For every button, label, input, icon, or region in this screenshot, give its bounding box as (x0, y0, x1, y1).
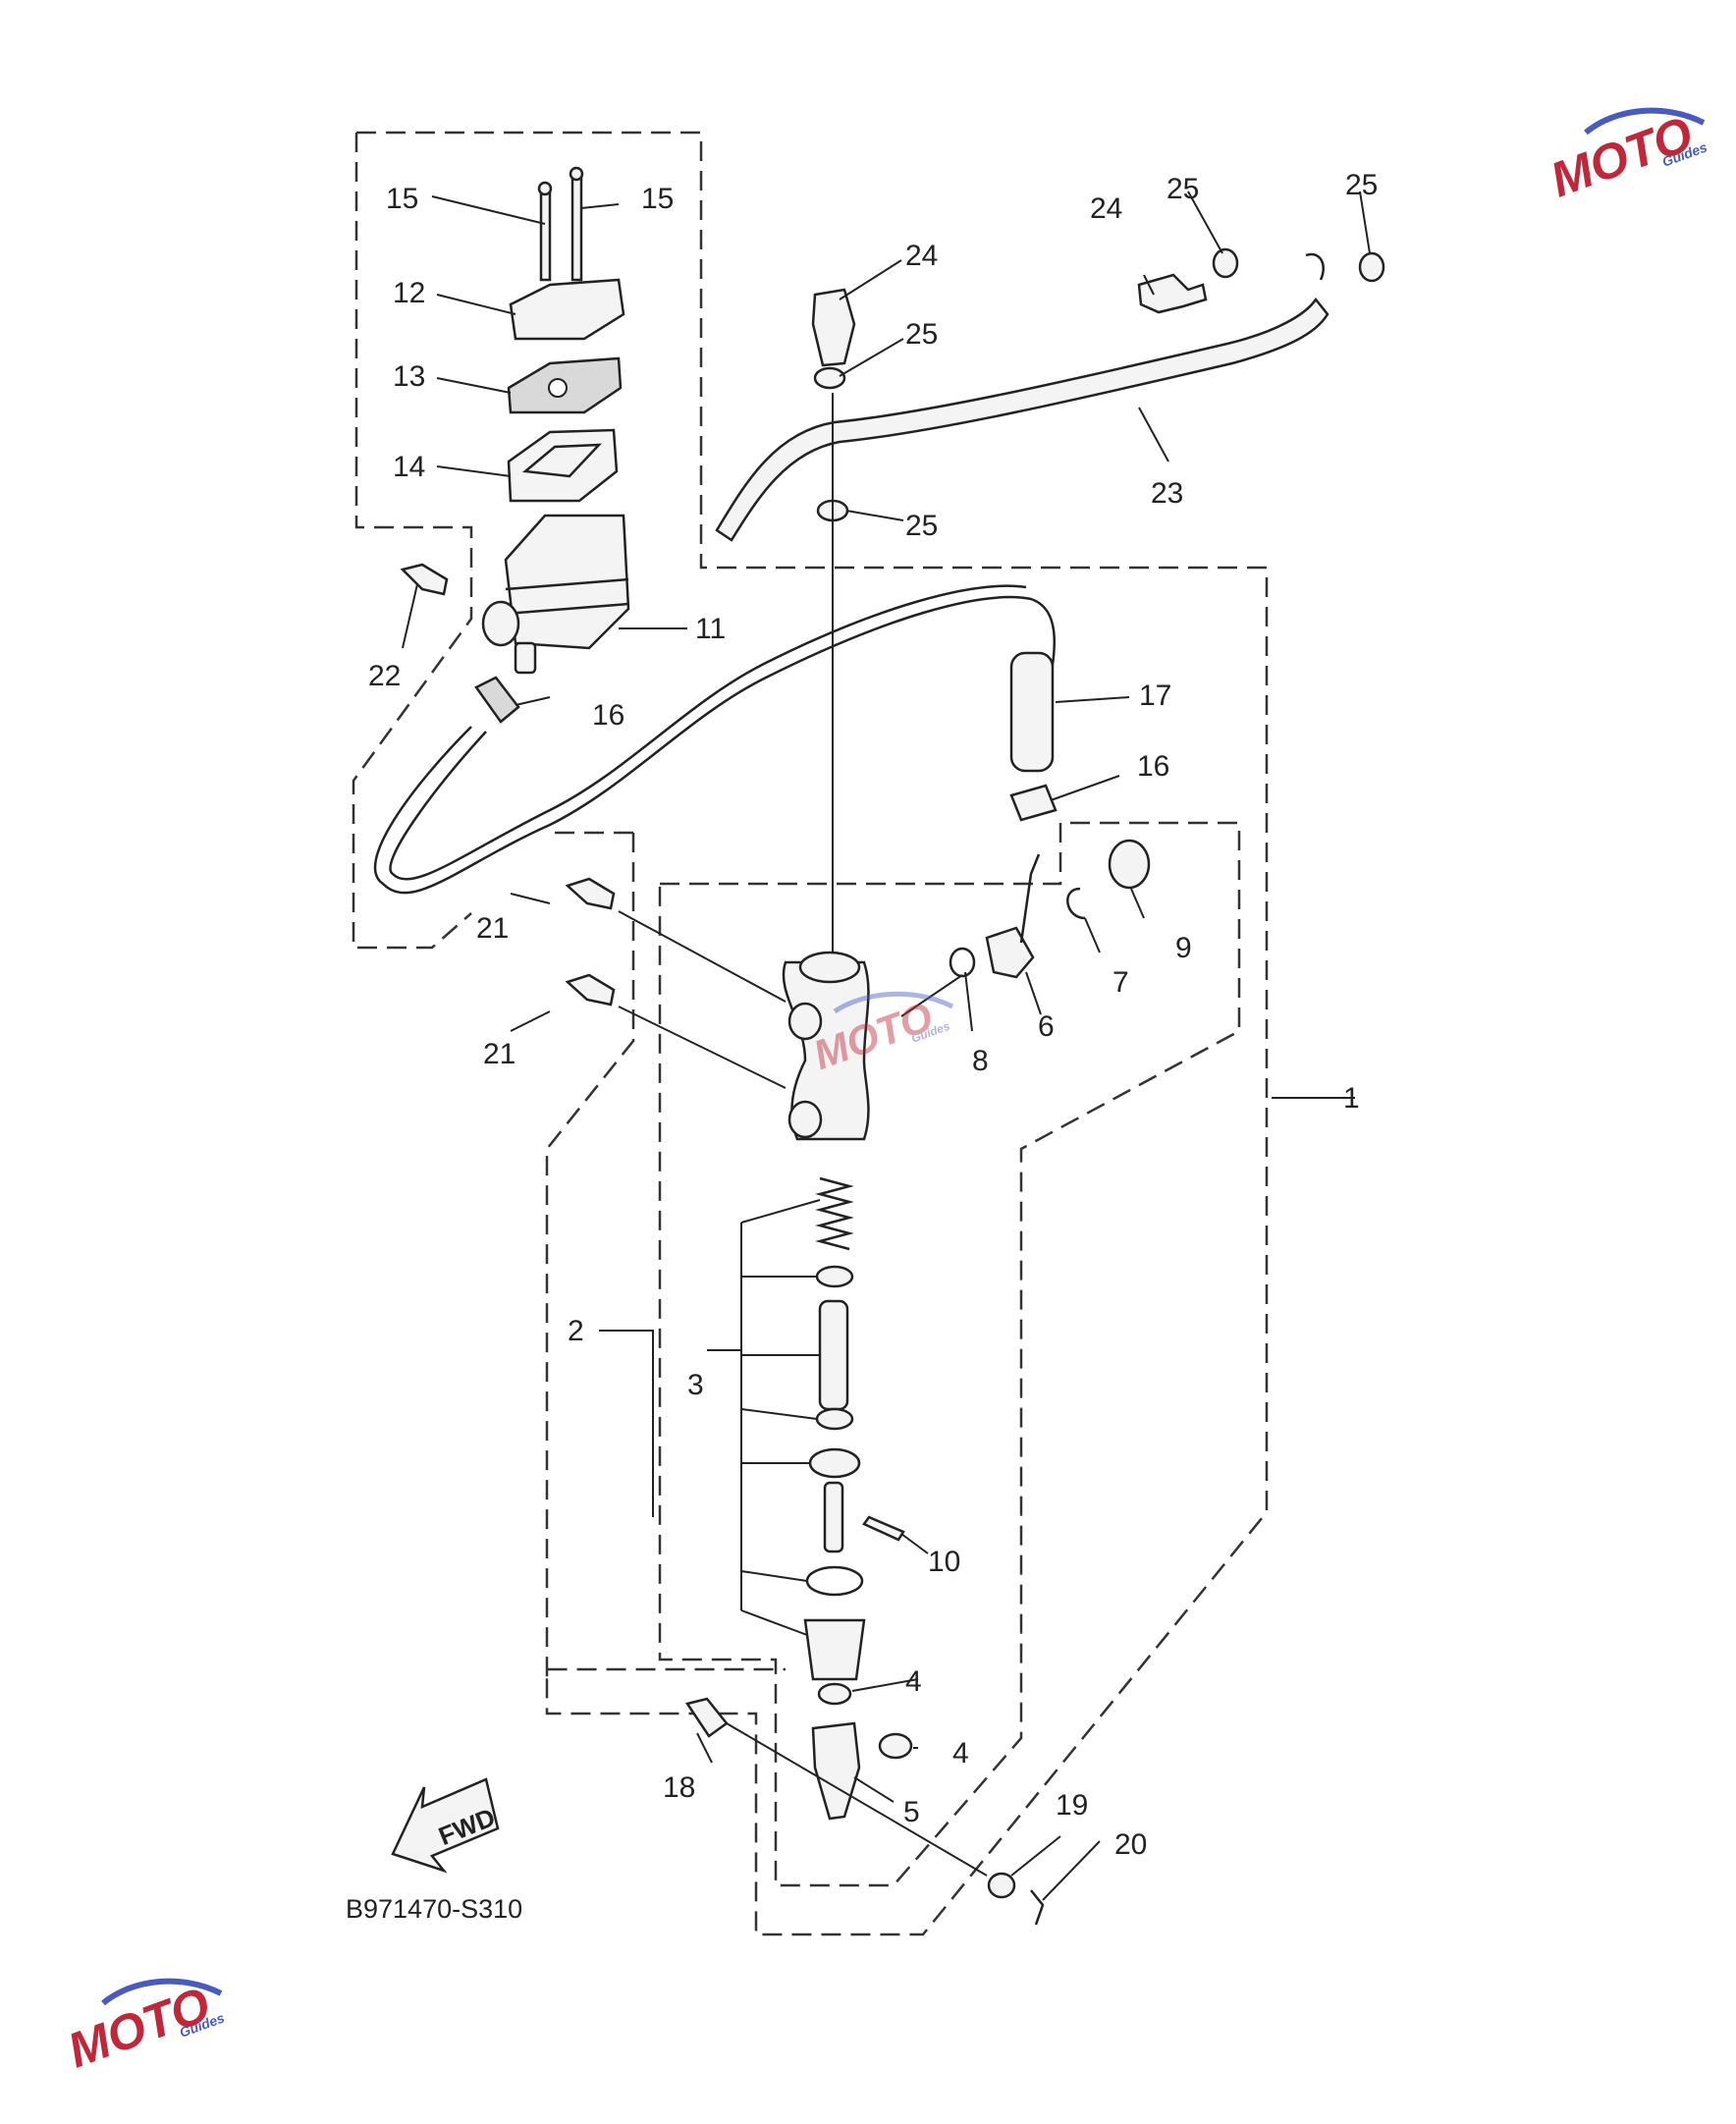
spring (815, 1176, 854, 1251)
callout-3: 3 (687, 1369, 704, 1401)
clevis-pin-18 (684, 1697, 729, 1738)
fwd-arrow: FWD (391, 1777, 499, 1874)
hose-joint-6 (985, 926, 1035, 979)
callout-23: 23 (1151, 477, 1183, 510)
callout-9: 9 (1175, 932, 1192, 964)
callout-2: 2 (568, 1315, 584, 1347)
circlip (805, 1565, 864, 1597)
callout-4-right: 4 (952, 1737, 969, 1770)
callout-15-right: 15 (641, 183, 674, 215)
clevis-5 (811, 1721, 861, 1821)
union-bolt-24-right (1137, 273, 1208, 314)
washer-25-right-2 (1358, 251, 1385, 283)
cap-12 (509, 278, 625, 341)
screw-15-left (539, 190, 552, 282)
seal-9 (1108, 839, 1151, 890)
reservoir-assembly (400, 166, 1058, 822)
callout-15-left: 15 (386, 183, 418, 215)
callout-21-top: 21 (476, 912, 509, 945)
callout-19: 19 (1056, 1789, 1088, 1822)
reservoir-hose-inner (389, 584, 1027, 881)
clamp-16-right (1009, 784, 1058, 822)
callout-13: 13 (393, 360, 425, 393)
callout-12: 12 (393, 277, 425, 309)
callout-16-right: 16 (1137, 750, 1169, 783)
callout-6: 6 (1038, 1010, 1055, 1043)
bolt-22 (400, 563, 449, 596)
diagram-code: B971470-S310 (346, 1894, 522, 1924)
callout-8: 8 (972, 1045, 989, 1077)
piston-kit-3 (803, 1176, 866, 1706)
union-bolt-24-center (811, 288, 856, 367)
clamp-16-left (474, 676, 520, 724)
oring-8 (949, 947, 976, 978)
nut-4-center (817, 1682, 852, 1706)
callout-25-center-bottom: 25 (905, 510, 938, 542)
washer-19 (987, 1872, 1016, 1899)
circlip-7 (1066, 887, 1086, 920)
callout-25-center-top: 25 (905, 318, 938, 351)
reservoir-body-11 (504, 514, 630, 650)
washer-25-right-1 (1212, 247, 1239, 279)
callout-14: 14 (393, 451, 425, 483)
callout-18: 18 (663, 1771, 695, 1804)
callout-4-center: 4 (905, 1665, 922, 1698)
cotter-pin-20 (1030, 1889, 1045, 1926)
callout-24-center: 24 (905, 240, 938, 272)
leader-lines (402, 191, 1371, 1901)
reservoir-hose (373, 595, 1057, 895)
watermark-logo-bottom-left: MOTO Guides (61, 1977, 227, 2079)
watermark-logo-top-right: MOTO Guides (1544, 106, 1709, 208)
callout-20: 20 (1114, 1828, 1147, 1861)
callout-10: 10 (928, 1546, 960, 1578)
piston (818, 1299, 849, 1411)
nut-4-right (878, 1732, 913, 1760)
callout-16-left: 16 (592, 699, 624, 732)
callout-7: 7 (1112, 966, 1129, 999)
callout-11: 11 (695, 613, 726, 645)
callout-5: 5 (903, 1796, 920, 1828)
hose-17 (1009, 651, 1055, 773)
brake-hose-23 (715, 297, 1329, 542)
pin-10 (862, 1515, 905, 1542)
bolt-21-top (565, 877, 616, 910)
callout-25-right-1: 25 (1166, 173, 1199, 205)
callout-labels: 15 15 12 13 14 11 22 16 17 16 21 21 8 6 … (368, 169, 1378, 1861)
callout-24-right: 24 (1090, 192, 1122, 225)
diaphragm-14 (507, 428, 619, 503)
boot (803, 1618, 866, 1681)
callout-1: 1 (1343, 1082, 1360, 1115)
reservoir-group-boundary (352, 131, 1269, 1936)
callout-22: 22 (368, 660, 401, 692)
callout-21-bottom: 21 (483, 1038, 515, 1070)
subassembly-2-boundary (545, 821, 1241, 1887)
bolt-21-bottom (565, 973, 616, 1007)
callout-17: 17 (1139, 680, 1171, 712)
screw-15-right (570, 175, 583, 282)
washer-25-top (813, 366, 846, 390)
callout-25-right-2: 25 (1345, 169, 1378, 201)
push-rod (823, 1481, 844, 1553)
